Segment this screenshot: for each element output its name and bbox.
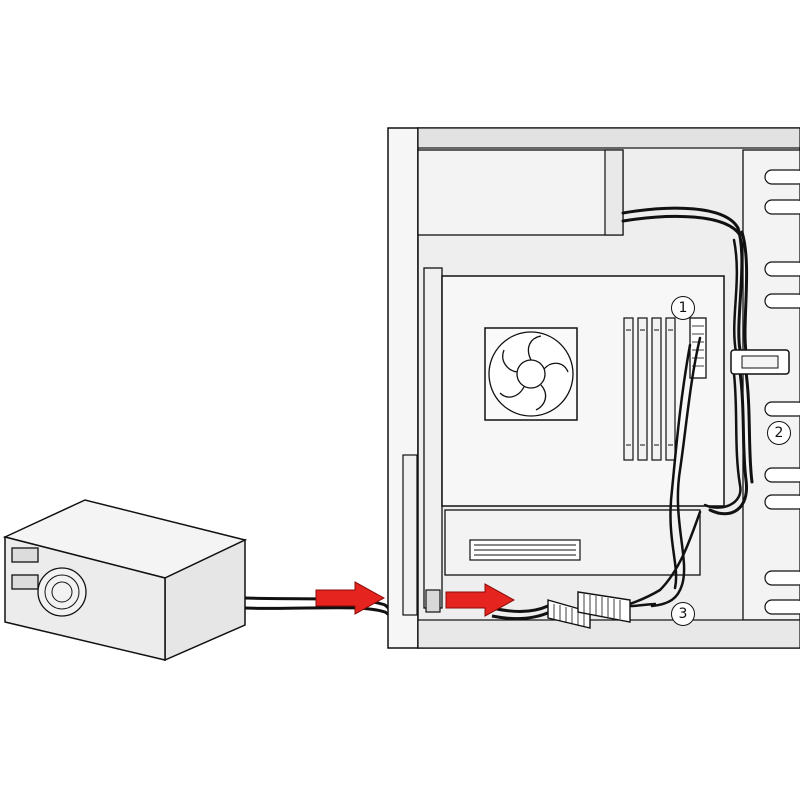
motherboard [441, 275, 725, 576]
ram-slots [623, 317, 676, 461]
direction-arrow-left [315, 581, 386, 615]
ram-slot-notches [626, 329, 673, 446]
psu-cable-b [244, 606, 406, 630]
rear-bracket [423, 267, 443, 609]
psu-socket [11, 574, 39, 590]
drive-bay [417, 149, 624, 236]
side-panel [742, 149, 800, 621]
power-supply-unit [2, 499, 248, 662]
cpu-fan [484, 327, 578, 421]
vent-slots [764, 169, 800, 615]
psu-switch [11, 547, 39, 563]
atx-24pin-connector [491, 591, 657, 629]
direction-arrow-right [445, 583, 516, 617]
power-cable-bundle [598, 206, 754, 614]
callout-label-2: 2 [767, 421, 791, 445]
callout-label-1: 1 [671, 296, 695, 320]
rear-connector [425, 589, 441, 613]
psu-fan-grille [37, 567, 87, 617]
expansion-card [444, 509, 701, 576]
callout-label-3: 3 [671, 602, 695, 626]
